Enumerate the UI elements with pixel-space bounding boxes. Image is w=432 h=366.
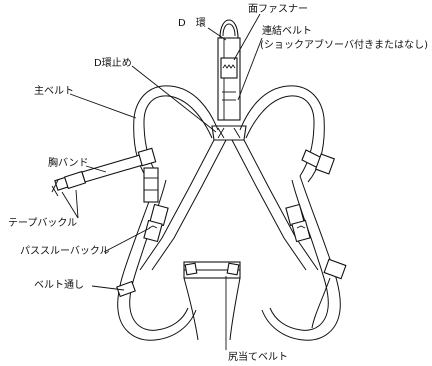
label-pass-through-buckle: パススルーバックル	[20, 245, 110, 257]
label-tape-buckle: テープバックル	[8, 217, 77, 229]
label-chest-band: 胸バンド	[48, 156, 89, 169]
cross-straps	[139, 139, 319, 271]
belt-loop-left	[116, 280, 136, 298]
seat-belt	[183, 261, 241, 341]
label-main-belt: 主ベルト	[34, 85, 74, 97]
belt-loop-right	[311, 258, 347, 329]
connecting-belt	[217, 37, 241, 121]
chest-band-left	[81, 147, 159, 203]
main-belt-right	[239, 85, 325, 183]
leader-lines	[61, 13, 263, 350]
label-d-ring: D 環	[178, 17, 206, 29]
leg-strap-right	[261, 175, 341, 341]
label-belt-loop: ベルト通し	[34, 279, 84, 291]
tape-buckle	[51, 170, 87, 197]
pass-through-buckle-left	[143, 203, 169, 243]
label-d-ring-stop: D環止め	[94, 57, 132, 69]
label-seat-belt: 尻当てベルト	[228, 350, 288, 363]
label-hook-loop: 面ファスナー	[248, 3, 308, 15]
label-connecting-belt: 連結ベルト	[262, 24, 312, 37]
label-connecting-belt-note: (ショックアブソーバ付きまたはなし)	[260, 38, 428, 51]
d-ring-stop	[211, 125, 247, 141]
pass-through-buckle-right	[285, 203, 311, 243]
labels: D 環 面ファスナー 連結ベルト (ショックアブソーバ付きまたはなし) D環止め…	[8, 3, 428, 363]
d-ring	[219, 19, 239, 39]
chest-band-right	[301, 149, 336, 175]
